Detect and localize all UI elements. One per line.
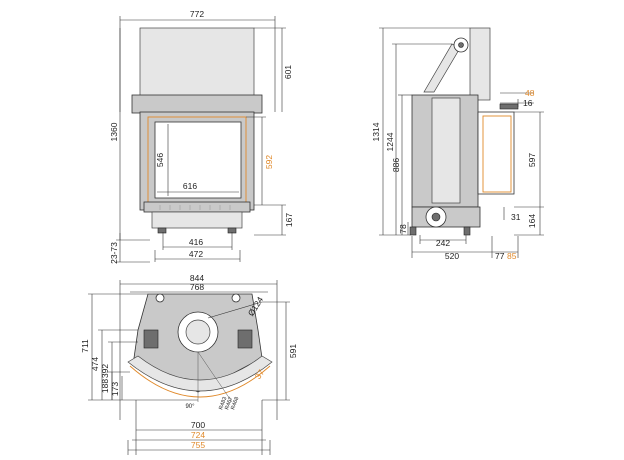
dim-side-886: 886 (391, 158, 401, 172)
dim-plan-474: 474 (90, 357, 100, 371)
dim-side-242: 242 (436, 238, 450, 248)
dim-side-597: 597 (527, 153, 537, 167)
dim-front-top-height: 601 (283, 65, 293, 79)
dim-front-frame-height: 592 (264, 155, 274, 169)
dim-front-height: 1360 (109, 122, 119, 141)
side-inner (431, 97, 461, 204)
dim-plan-724: 724 (191, 430, 205, 440)
dim-side-520: 520 (445, 251, 459, 261)
front-vents (159, 205, 231, 210)
dim-legs-adjust: 23-73 (109, 242, 119, 264)
plan-mount-left (143, 329, 159, 349)
dim-plan-r2: R467 (224, 396, 234, 410)
dim-side-78: 78 (398, 224, 408, 234)
dim-side-height: 1314 (371, 122, 381, 141)
dim-plan-755: 755 (191, 440, 205, 450)
plan-glass-curve (127, 355, 273, 392)
dim-plan-188: 188 (100, 379, 110, 393)
side-foot-back (409, 226, 417, 236)
dim-plan-768: 768 (190, 282, 204, 292)
dim-side-outlet: 1244 (385, 132, 395, 151)
dim-base-width: 472 (189, 249, 203, 259)
dim-plan-844: 844 (190, 273, 204, 283)
plan-view: 844 768 Ø124 711 474 392 188 173 591 (80, 273, 298, 455)
dim-side-31: 31 (511, 212, 521, 222)
dim-plan-173: 173 (110, 382, 120, 396)
plan-mount-right (237, 329, 253, 349)
side-door-frame (482, 115, 512, 193)
front-legs-frame (151, 211, 243, 229)
dim-side-48: 48 (525, 88, 535, 98)
dim-plan-r1: R483 (218, 396, 228, 410)
dim-side-77: 77 (495, 251, 505, 261)
dim-plan-r3: R468 (230, 396, 240, 410)
side-foot-front (463, 226, 471, 236)
plan-flue-inner (185, 319, 211, 345)
dim-plan-591: 591 (288, 344, 298, 358)
plan-bolt-right (231, 293, 241, 303)
front-collar (131, 94, 263, 114)
dim-front-width: 772 (190, 9, 204, 19)
front-view: 772 1360 601 592 167 546 616 416 47 (109, 9, 294, 264)
dim-glass-height: 546 (155, 153, 165, 167)
dim-glass-width: 616 (183, 181, 197, 191)
side-flue (469, 27, 491, 101)
dim-legs-width: 416 (189, 237, 203, 247)
plan-frame-curve (129, 365, 271, 398)
dim-plan-392: 392 (100, 364, 110, 378)
dim-plan-700: 700 (191, 420, 205, 430)
side-damper-arm (423, 43, 461, 93)
side-door (477, 111, 515, 195)
dim-side-16: 16 (523, 98, 533, 108)
dim-front-bottom-height: 167 (284, 213, 294, 227)
dim-plan-711: 711 (80, 339, 90, 353)
front-foot-left (157, 227, 167, 234)
side-view: 1314 1244 886 78 48 16 597 31 164 (371, 27, 544, 261)
side-top-ledge (499, 103, 519, 110)
dim-side-85: 85 (507, 251, 517, 261)
dim-side-164: 164 (527, 214, 537, 228)
dim-plan-90: 90° (185, 404, 195, 410)
plan-bolt-left (155, 293, 165, 303)
